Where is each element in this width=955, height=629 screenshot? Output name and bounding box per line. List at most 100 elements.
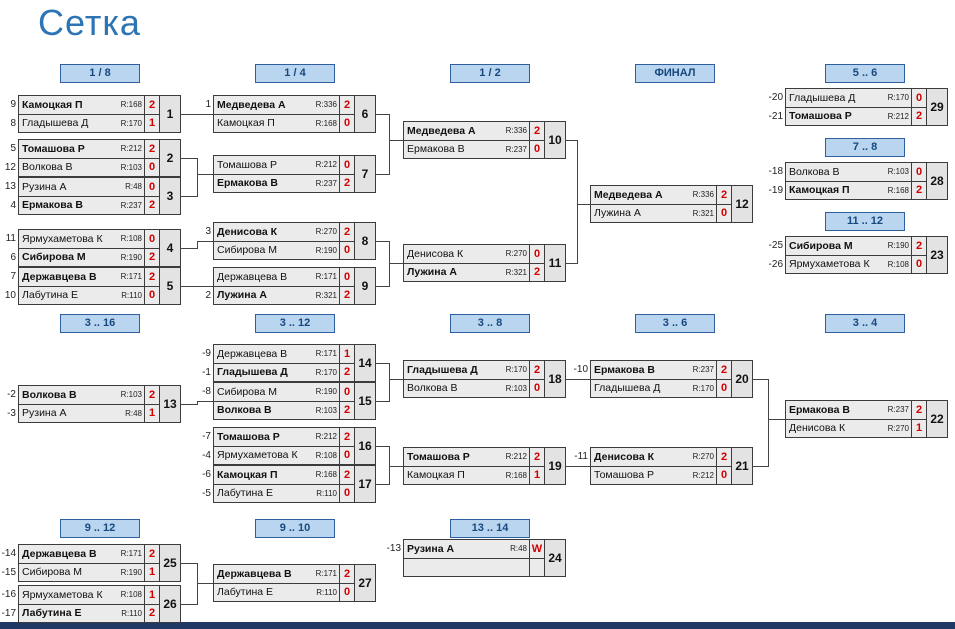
- player-name: Лужина А: [594, 207, 641, 220]
- player-score: 2: [529, 122, 544, 140]
- round-header-3: ФИНАЛ: [635, 64, 715, 83]
- seed-label: -11: [574, 451, 588, 463]
- player-row[interactable]: [404, 558, 544, 576]
- player-score: 0: [529, 140, 544, 158]
- player-rating: R:321: [505, 267, 527, 277]
- player-rating: R:103: [315, 405, 337, 415]
- match-number: 19: [544, 447, 566, 485]
- player-name: Державцева В: [22, 270, 97, 283]
- bracket-connector: [197, 241, 213, 242]
- player-score: 2: [716, 361, 731, 379]
- player-name: Томашова Р: [407, 450, 470, 463]
